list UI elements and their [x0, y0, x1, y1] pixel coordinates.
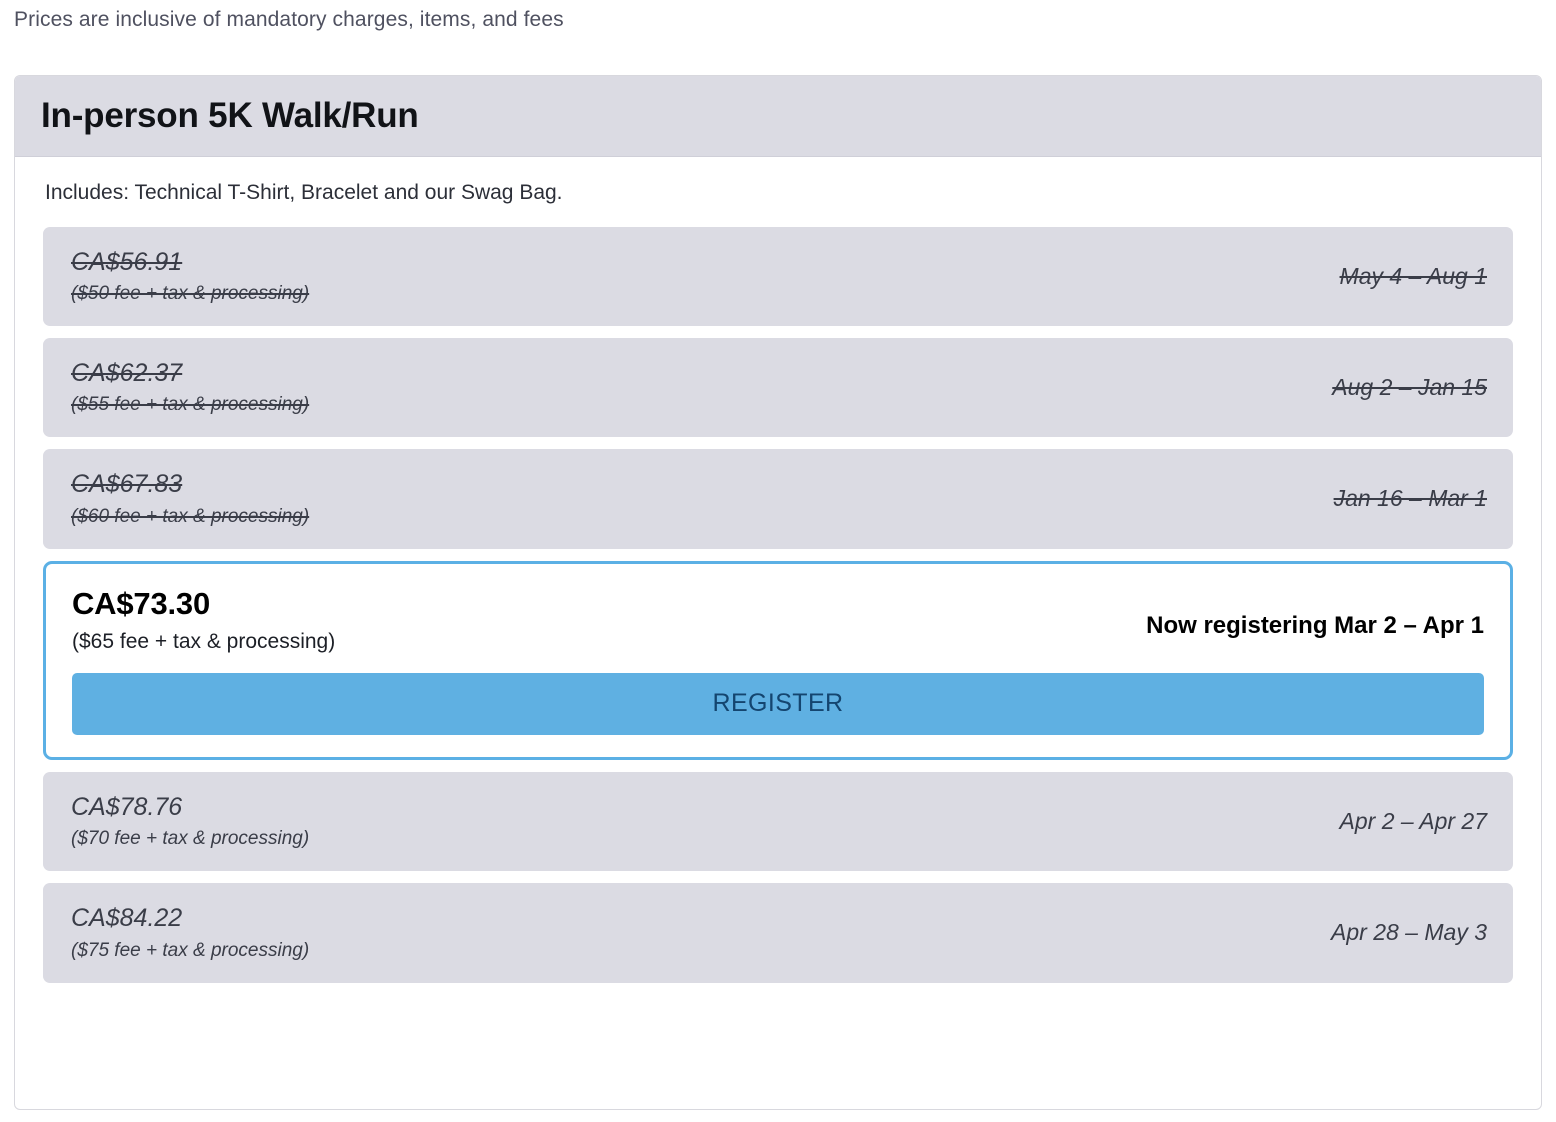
- active-tier-header: CA$73.30 ($65 fee + tax & processing) No…: [72, 585, 1484, 654]
- tier-price-block: CA$78.76 ($70 fee + tax & processing): [71, 794, 309, 849]
- register-button[interactable]: REGISTER: [72, 673, 1484, 736]
- tier-price: CA$78.76: [71, 793, 183, 822]
- tier-price-block: CA$62.37 ($55 fee + tax & processing): [71, 360, 309, 415]
- tier-price: CA$67.83: [71, 470, 183, 499]
- tier-date-range: May 4 – Aug 1: [1339, 263, 1487, 290]
- tier-fee-breakdown: ($55 fee + tax & processing): [71, 394, 310, 416]
- tier-price: CA$84.22: [71, 904, 183, 933]
- pricing-disclaimer: Prices are inclusive of mandatory charge…: [14, 8, 564, 31]
- active-pricing-tier-card[interactable]: CA$73.30 ($65 fee + tax & processing) No…: [43, 560, 1513, 761]
- tier-price-block: CA$67.83 ($60 fee + tax & processing): [71, 471, 309, 526]
- tier-fee-breakdown: ($60 fee + tax & processing): [71, 505, 310, 527]
- tier-date-range: Jan 16 – Mar 1: [1333, 485, 1487, 512]
- pricing-tier-row: CA$62.37 ($55 fee + tax & processing) Au…: [43, 338, 1513, 438]
- tier-price-block: CA$56.91 ($50 fee + tax & processing): [71, 249, 309, 304]
- pricing-tier-row: CA$84.22 ($75 fee + tax & processing) Ap…: [43, 883, 1513, 983]
- pricing-tier-row: CA$67.83 ($60 fee + tax & processing) Ja…: [43, 449, 1513, 549]
- tier-price: CA$73.30: [72, 585, 210, 621]
- tier-date-range: Apr 28 – May 3: [1331, 919, 1487, 946]
- page-title: In-person 5K Walk/Run: [41, 96, 419, 135]
- pricing-tier-row: CA$78.76 ($70 fee + tax & processing) Ap…: [43, 772, 1513, 872]
- panel-body: Includes: Technical T-Shirt, Bracelet an…: [15, 157, 1541, 1021]
- tier-fee-breakdown: ($70 fee + tax & processing): [71, 828, 310, 850]
- tier-price-block: CA$84.22 ($75 fee + tax & processing): [71, 905, 309, 960]
- event-pricing-panel: In-person 5K Walk/Run Includes: Technica…: [14, 75, 1542, 1110]
- tier-fee-breakdown: ($65 fee + tax & processing): [72, 630, 336, 654]
- tier-price-block: CA$73.30 ($65 fee + tax & processing): [72, 585, 336, 654]
- includes-text: Includes: Technical T-Shirt, Bracelet an…: [45, 181, 563, 204]
- tier-date-range: Aug 2 – Jan 15: [1332, 374, 1487, 401]
- tier-fee-breakdown: ($75 fee + tax & processing): [71, 939, 310, 961]
- tier-price: CA$62.37: [71, 359, 183, 388]
- pricing-tier-row: CA$56.91 ($50 fee + tax & processing) Ma…: [43, 227, 1513, 327]
- tier-date-range: Apr 2 – Apr 27: [1339, 808, 1487, 835]
- tier-fee-breakdown: ($50 fee + tax & processing): [71, 283, 310, 305]
- tier-price: CA$56.91: [71, 248, 183, 276]
- panel-header: In-person 5K Walk/Run: [15, 76, 1541, 157]
- now-registering-label: Now registering Mar 2 – Apr 1: [1146, 612, 1484, 640]
